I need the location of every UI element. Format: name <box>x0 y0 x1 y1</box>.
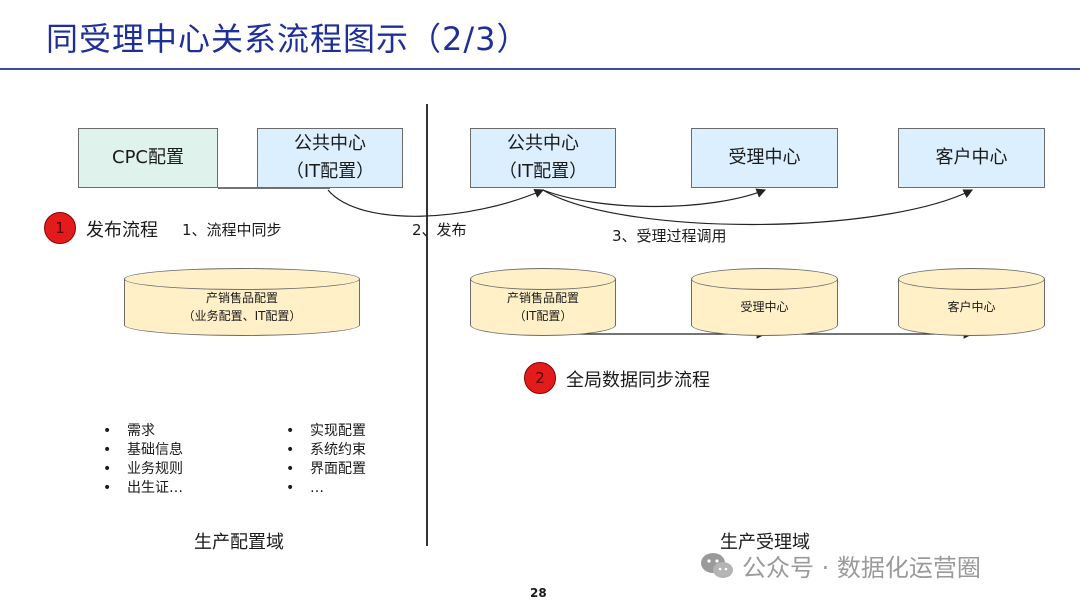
list-item: 实现配置 <box>286 422 366 441</box>
list-item: … <box>286 479 366 498</box>
title-underline <box>0 68 1080 70</box>
connector-to-acceptance <box>542 188 767 208</box>
flow1-step1: 1、流程中同步 <box>182 221 282 239</box>
public-center-box-left: 公共中心 （IT配置） <box>257 128 403 188</box>
customer-center-db: 客户中心 <box>898 268 1045 336</box>
flow2-badge: 2 <box>524 362 556 394</box>
public-center-right-line2: （IT配置） <box>498 161 588 182</box>
public-center-left-line2: （IT配置） <box>285 161 375 182</box>
product-config-left-line1: 产销售品配置 <box>205 291 278 305</box>
flow2-label: 全局数据同步流程 <box>566 370 710 391</box>
list-item: 系统约束 <box>286 441 366 460</box>
left-bullet-list: 需求 基础信息 业务规则 出生证… <box>103 422 183 498</box>
right-bullet-list: 实现配置 系统约束 界面配置 … <box>286 422 366 498</box>
production-acceptance-domain-label: 生产受理域 <box>720 532 810 553</box>
list-item: 业务规则 <box>103 460 183 479</box>
acceptance-center-db-label: 受理中心 <box>740 300 789 314</box>
customer-center-label: 客户中心 <box>935 147 1008 168</box>
list-item: 需求 <box>103 422 183 441</box>
cpc-config-box: CPC配置 <box>78 128 218 188</box>
connector-to-customer <box>542 189 974 226</box>
page-number: 28 <box>530 586 547 600</box>
product-config-db-right: 产销售品配置 （IT配置） <box>470 268 616 336</box>
product-config-right-line2: （IT配置） <box>513 309 573 323</box>
acceptance-center-box: 受理中心 <box>691 128 838 188</box>
flow1-step2: 2、发布 <box>412 221 467 239</box>
product-config-db-left: 产销售品配置 （业务配置、IT配置） <box>124 268 360 336</box>
flow1-badge: 1 <box>44 212 76 244</box>
list-item: 基础信息 <box>103 441 183 460</box>
list-item: 界面配置 <box>286 460 366 479</box>
customer-center-box: 客户中心 <box>898 128 1045 188</box>
product-config-left-line2: （业务配置、IT配置） <box>182 309 302 323</box>
public-center-right-line1: 公共中心 <box>507 133 579 154</box>
acceptance-center-label: 受理中心 <box>728 147 801 168</box>
flow1-label: 发布流程 <box>86 220 158 241</box>
connector-publish <box>327 188 545 217</box>
product-config-right-line1: 产销售品配置 <box>506 291 579 305</box>
public-center-left-line1: 公共中心 <box>294 133 366 154</box>
flow1-step3: 3、受理过程调用 <box>612 227 727 245</box>
public-center-box-right: 公共中心 （IT配置） <box>470 128 616 188</box>
watermark: 公众号 · 数据化运营圈 <box>700 548 981 583</box>
list-item: 出生证… <box>103 479 183 498</box>
production-config-domain-label: 生产配置域 <box>194 532 284 553</box>
watermark-text: 公众号 · 数据化运营圈 <box>742 554 981 582</box>
page-title: 同受理中心关系流程图示（2/3） <box>46 20 530 58</box>
wechat-icon <box>701 552 733 578</box>
customer-center-db-label: 客户中心 <box>947 300 996 314</box>
domain-divider <box>426 104 428 546</box>
acceptance-center-db: 受理中心 <box>691 268 838 336</box>
cpc-config-label: CPC配置 <box>112 147 184 168</box>
